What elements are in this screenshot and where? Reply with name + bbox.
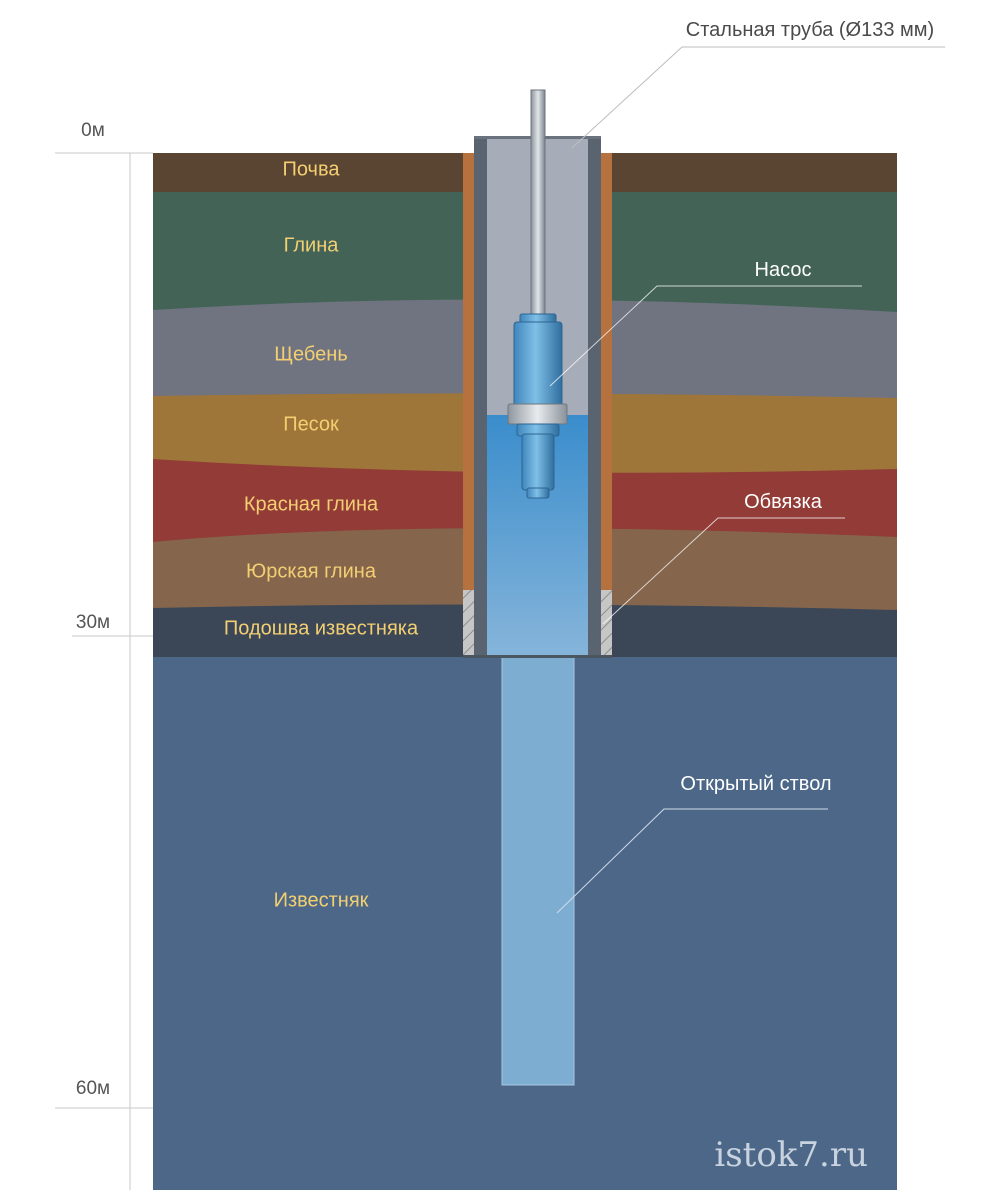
callout-label-steel-pipe: Стальная труба (Ø133 мм)	[686, 19, 934, 41]
casing-wall-right	[588, 136, 601, 657]
watermark: istok7.ru	[714, 1135, 868, 1175]
layer-label-soil: Почва	[282, 158, 340, 180]
callout-leader-open-bore	[556, 808, 828, 914]
depth-scale: 0м 30м 60м	[55, 120, 153, 1190]
callout-leader-grouting	[602, 517, 845, 625]
layer-label-red-clay: Красная глина	[244, 493, 379, 515]
layer-label-clay: Глина	[284, 234, 340, 256]
layer-label-jurassic-clay: Юрская глина	[246, 560, 377, 582]
layer-label-sand: Песок	[283, 413, 339, 435]
callout-label-pump: Насос	[755, 259, 812, 281]
pump-body	[513, 321, 563, 407]
layer-labels: Почва Глина Щебень Песок Красная глина Ю…	[224, 158, 419, 911]
conductor-left	[463, 153, 474, 590]
pump	[507, 89, 568, 499]
open-bore	[501, 656, 575, 1086]
callout-leader-pump	[549, 285, 862, 387]
callouts: Стальная труба (Ø133 мм) Насос Обвязка О…	[549, 19, 945, 914]
casing-bottom-edge	[463, 655, 612, 658]
callout-label-open-bore: Открытый ствол	[680, 773, 831, 795]
conductor-right	[601, 153, 612, 590]
pump-collar	[507, 403, 568, 425]
pump-riser-rod	[530, 89, 546, 319]
scale-label-30: 30м	[76, 612, 110, 633]
layer-label-gravel: Щебень	[274, 343, 347, 365]
layer-label-limestone: Известняк	[274, 889, 369, 911]
scale-label-60: 60м	[76, 1078, 110, 1099]
pump-base	[526, 487, 550, 499]
grout-left	[463, 590, 474, 657]
scale-label-0: 0м	[81, 120, 105, 141]
callout-leader-steel-pipe	[571, 46, 945, 149]
pump-motor	[521, 433, 555, 491]
well-casing	[463, 136, 612, 658]
casing-wall-left	[474, 136, 487, 657]
layer-label-limestone-base: Подошва известняка	[224, 617, 419, 639]
callout-label-grouting: Обвязка	[744, 491, 823, 513]
grout-right	[601, 590, 612, 657]
